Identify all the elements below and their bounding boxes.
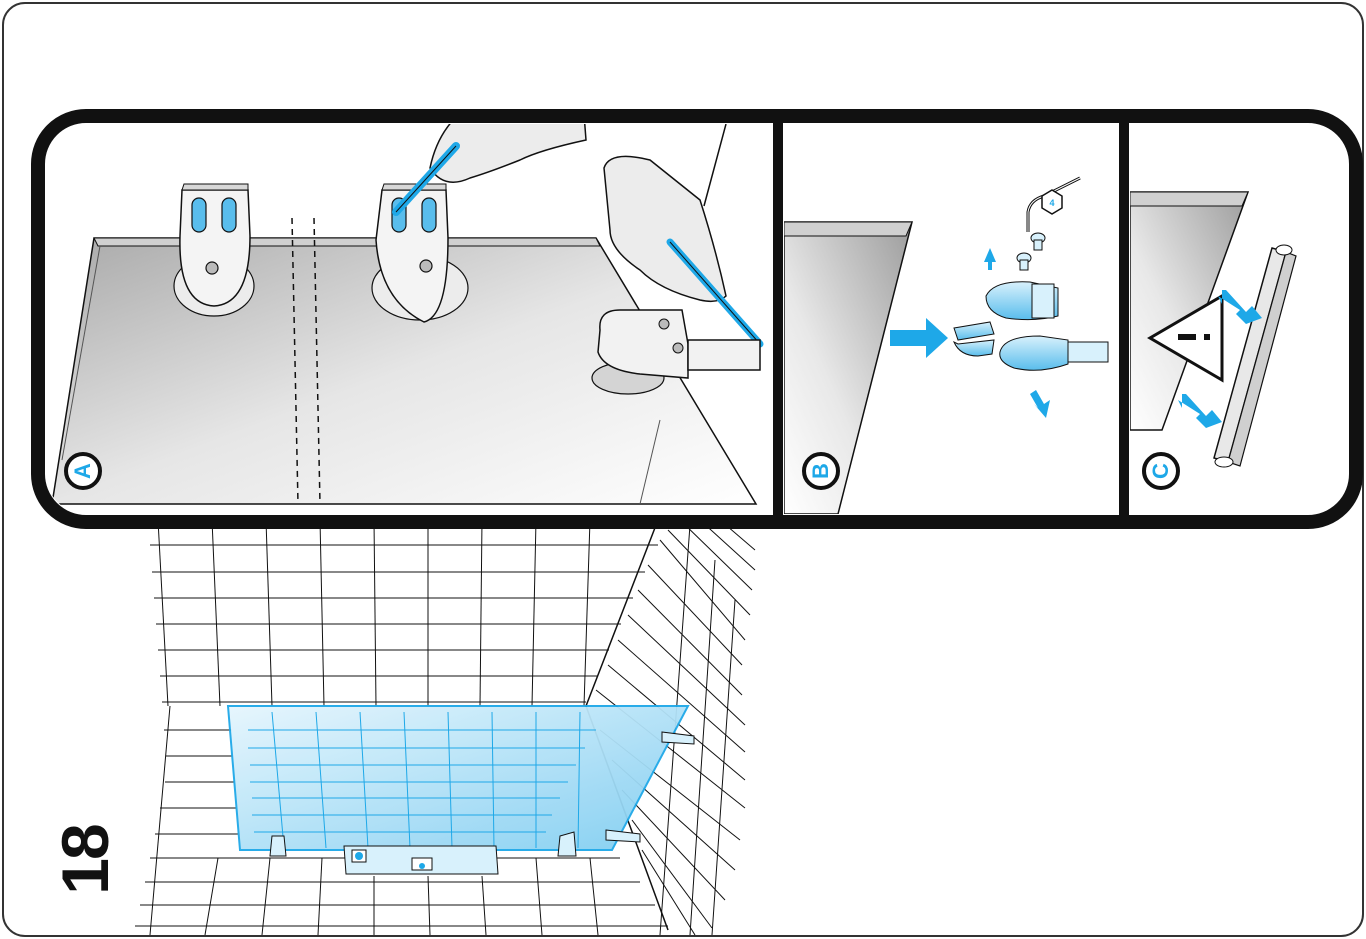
hex-key-size-label: 4 [1049, 198, 1054, 208]
panel-c-label: C [1148, 463, 1174, 479]
panel-b-label: B [808, 463, 834, 479]
glass-panel-installed [228, 706, 694, 874]
panel-a-badge: A [64, 452, 102, 490]
panel-a-label: A [70, 463, 96, 479]
step-number: 18 [45, 815, 125, 905]
spirit-level [344, 846, 498, 874]
wall-bracket-left [174, 184, 254, 316]
panel-c-badge: C [1142, 452, 1180, 490]
panel-b-badge: B [802, 452, 840, 490]
